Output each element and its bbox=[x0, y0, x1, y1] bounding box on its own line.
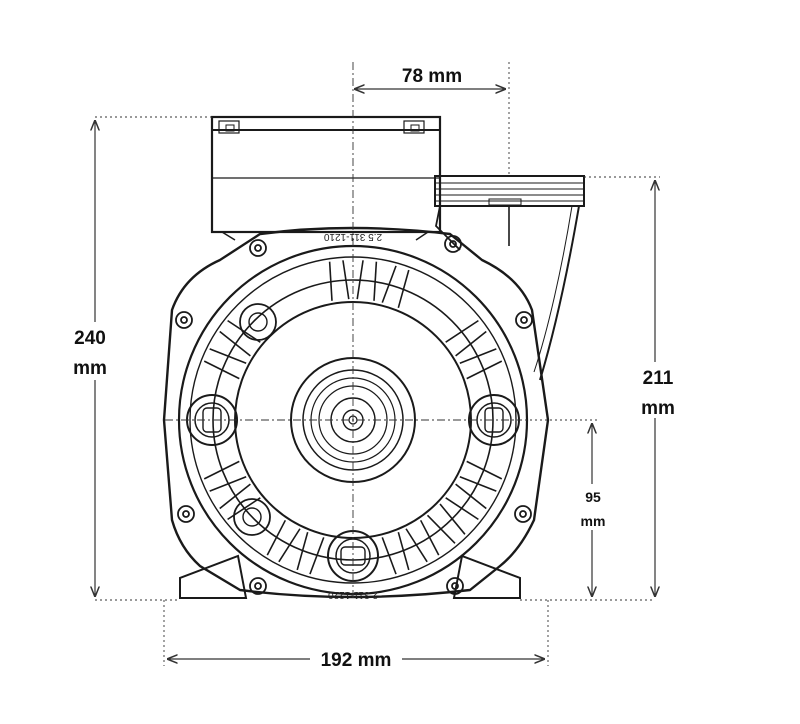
cooling-rib bbox=[296, 531, 309, 571]
cooling-rib bbox=[381, 537, 397, 575]
cooling-rib bbox=[405, 528, 428, 563]
dim-total-height-unit: mm bbox=[73, 358, 107, 379]
cooling-rib bbox=[203, 460, 240, 480]
cooling-rib bbox=[209, 348, 247, 364]
cooling-rib bbox=[459, 348, 497, 364]
cooling-rib bbox=[309, 537, 325, 575]
dim-total-height-value: 240 bbox=[74, 328, 106, 349]
cooling-rib bbox=[266, 519, 287, 556]
cooling-rib bbox=[356, 260, 364, 300]
terminal-box bbox=[210, 115, 442, 241]
cooling-rib bbox=[209, 476, 247, 492]
cooling-rib bbox=[203, 360, 240, 380]
cooling-rib bbox=[227, 497, 261, 521]
cooling-rib bbox=[445, 319, 479, 343]
cooling-rib bbox=[445, 497, 479, 521]
cooling-rib bbox=[278, 528, 301, 563]
pump-body bbox=[162, 115, 585, 599]
cooling-rib bbox=[439, 503, 466, 535]
mounting-lugs bbox=[175, 235, 533, 595]
center-lines bbox=[165, 62, 520, 600]
cooling-rib bbox=[455, 330, 487, 357]
outer-flange bbox=[162, 226, 550, 599]
dim-inlet-height-value: 211 bbox=[643, 368, 674, 389]
cooling-rib bbox=[419, 519, 440, 556]
cooling-rib bbox=[459, 476, 497, 492]
dim-inlet-height-unit: mm bbox=[641, 398, 675, 419]
cooling-rib bbox=[219, 330, 251, 357]
cooling-rib bbox=[381, 265, 397, 303]
cooling-rib bbox=[219, 483, 251, 510]
cooling-rib bbox=[397, 269, 410, 309]
dim-shaft-height-unit: mm bbox=[581, 513, 606, 529]
cooling-rib bbox=[455, 483, 487, 510]
dim-shaft-height-value: 95 bbox=[585, 489, 601, 505]
dim-top-width: 78 mm bbox=[402, 66, 462, 87]
cooling-rib bbox=[227, 319, 261, 343]
casting-mark-top: 2.5 311-1210 bbox=[323, 231, 382, 242]
cooling-rib bbox=[466, 360, 503, 380]
cooling-rib bbox=[328, 261, 333, 301]
cooling-rib bbox=[342, 260, 350, 300]
dim-total-width: 192 mm bbox=[321, 650, 392, 671]
cooling-ribs bbox=[203, 260, 503, 575]
cooling-rib bbox=[466, 460, 503, 480]
cooling-rib bbox=[373, 261, 378, 301]
cooling-rib bbox=[426, 514, 456, 544]
cooling-rib bbox=[397, 531, 410, 571]
dimension-labels: 78 mm 240 mm 211 mm 95 mm 192 mm bbox=[62, 60, 686, 671]
